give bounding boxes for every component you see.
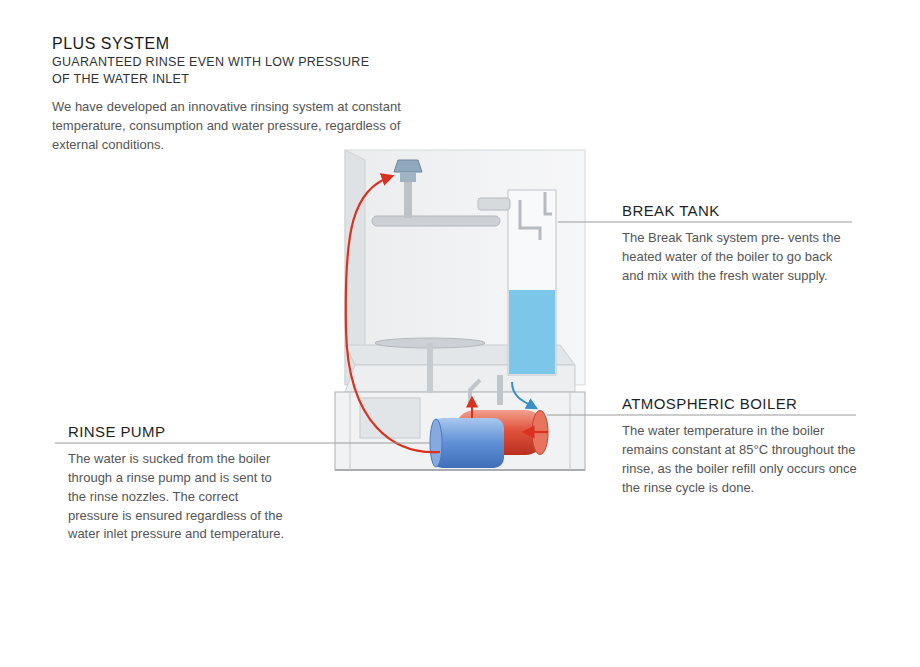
callout-heading-holder: BREAK TANK <box>622 202 852 220</box>
flow-arrows <box>346 176 548 452</box>
leader-line <box>558 222 852 223</box>
callout-text-holder: The water is sucked from the boiler thro… <box>68 450 286 544</box>
callout-heading: BREAK TANK <box>622 202 852 220</box>
title-holder: PLUS SYSTEM <box>52 34 412 53</box>
pipes <box>470 375 500 405</box>
callout-text: The Break Tank system pre- vents the hea… <box>622 229 854 286</box>
subtitle: GUARANTEED RINSE EVEN WITH LOW PRESSURE … <box>52 54 382 88</box>
leader-line <box>55 443 430 444</box>
leader-line <box>547 415 856 416</box>
callout-text-holder: The Break Tank system pre- vents the hea… <box>622 229 854 286</box>
cabinet <box>335 150 585 470</box>
intro-text: We have developed an innovative rinsing … <box>52 98 412 155</box>
callout-heading-holder: RINSE PUMP <box>68 423 368 441</box>
callout-heading: RINSE PUMP <box>68 423 368 441</box>
callout-text-holder: The water temperature in the boiler rema… <box>622 422 858 497</box>
title: PLUS SYSTEM <box>52 34 412 53</box>
callout-heading: ATMOSPHERIC BOILER <box>622 395 858 413</box>
callout-text: The water is sucked from the boiler thro… <box>68 450 286 544</box>
rinse-pump <box>430 418 504 468</box>
intro-text-holder: We have developed an innovative rinsing … <box>52 98 412 155</box>
callout-text: The water temperature in the boiler rema… <box>622 422 858 497</box>
rinse-arms <box>372 160 500 393</box>
subtitle-holder: GUARANTEED RINSE EVEN WITH LOW PRESSURE … <box>52 54 382 88</box>
callout-heading-holder: ATMOSPHERIC BOILER <box>622 395 858 413</box>
